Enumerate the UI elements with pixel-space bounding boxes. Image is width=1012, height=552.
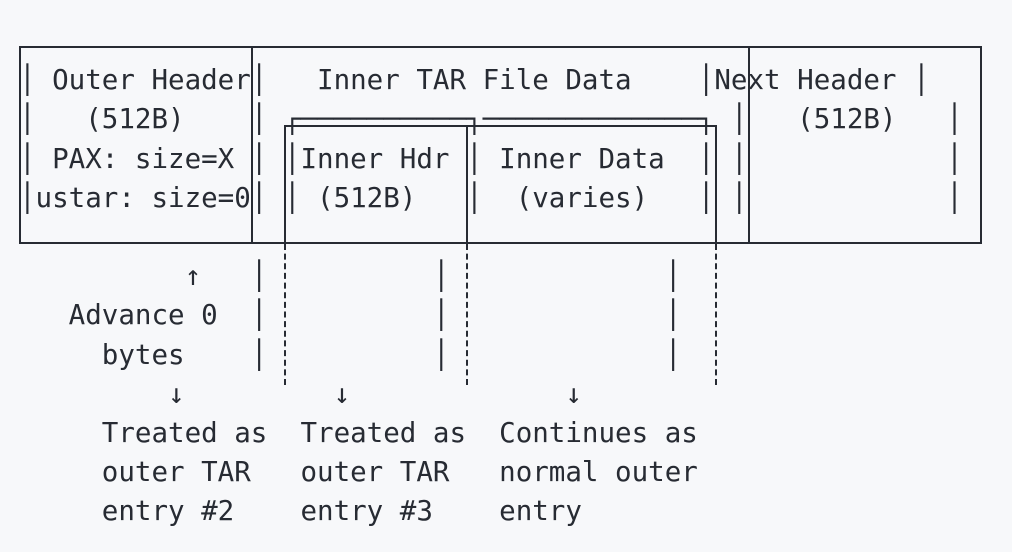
outer-header-divider [250,46,253,243]
outer-box-right-border [980,46,983,243]
diagram-row-9: ↓ ↓ ↓ [19,377,582,410]
diagram-row-8: bytes │ │ │ [19,338,682,371]
diagram-row-1: │ Outer Header│ Inner TAR File Data │Nex… [19,64,930,97]
diagram-row-7: Advance 0 │ │ │ [19,299,682,332]
outer-box-left-border [19,46,21,243]
inner-box-left-border [284,124,287,243]
diagram-row-3: │ PAX: size=X │ │Inner Hdr │ Inner Data … [19,142,963,175]
drop-line-2 [466,244,469,385]
diagram-row-5 [19,218,963,257]
diagram-row-0 [19,22,963,61]
diagram-row-4: │ustar: size=0│ │ (512B) │ (varies) │ │ … [19,181,963,214]
diagram-row-11: outer TAR outer TAR normal outer [19,456,698,489]
inner-box-right-border [714,124,717,243]
diagram-row-6: ↑ │ │ │ [19,260,682,293]
drop-line-1 [284,244,287,385]
diagram-row-2: │ (512B) │ ┌──────────┐─────────────┐ │ … [19,103,963,136]
diagram-row-12: entry #2 entry #3 entry [19,495,582,528]
inner-box-top-border [284,124,717,127]
next-header-divider [748,46,751,243]
outer-box-bottom-border [19,242,983,245]
drop-line-3 [714,244,717,385]
tar-layout-ascii-diagram: │ Outer Header│ Inner TAR File Data │Nex… [19,22,963,531]
inner-box-cell-divider [466,124,469,243]
diagram-row-10: Treated as Treated as Continues as [19,416,698,449]
outer-box-top-border [19,46,983,49]
